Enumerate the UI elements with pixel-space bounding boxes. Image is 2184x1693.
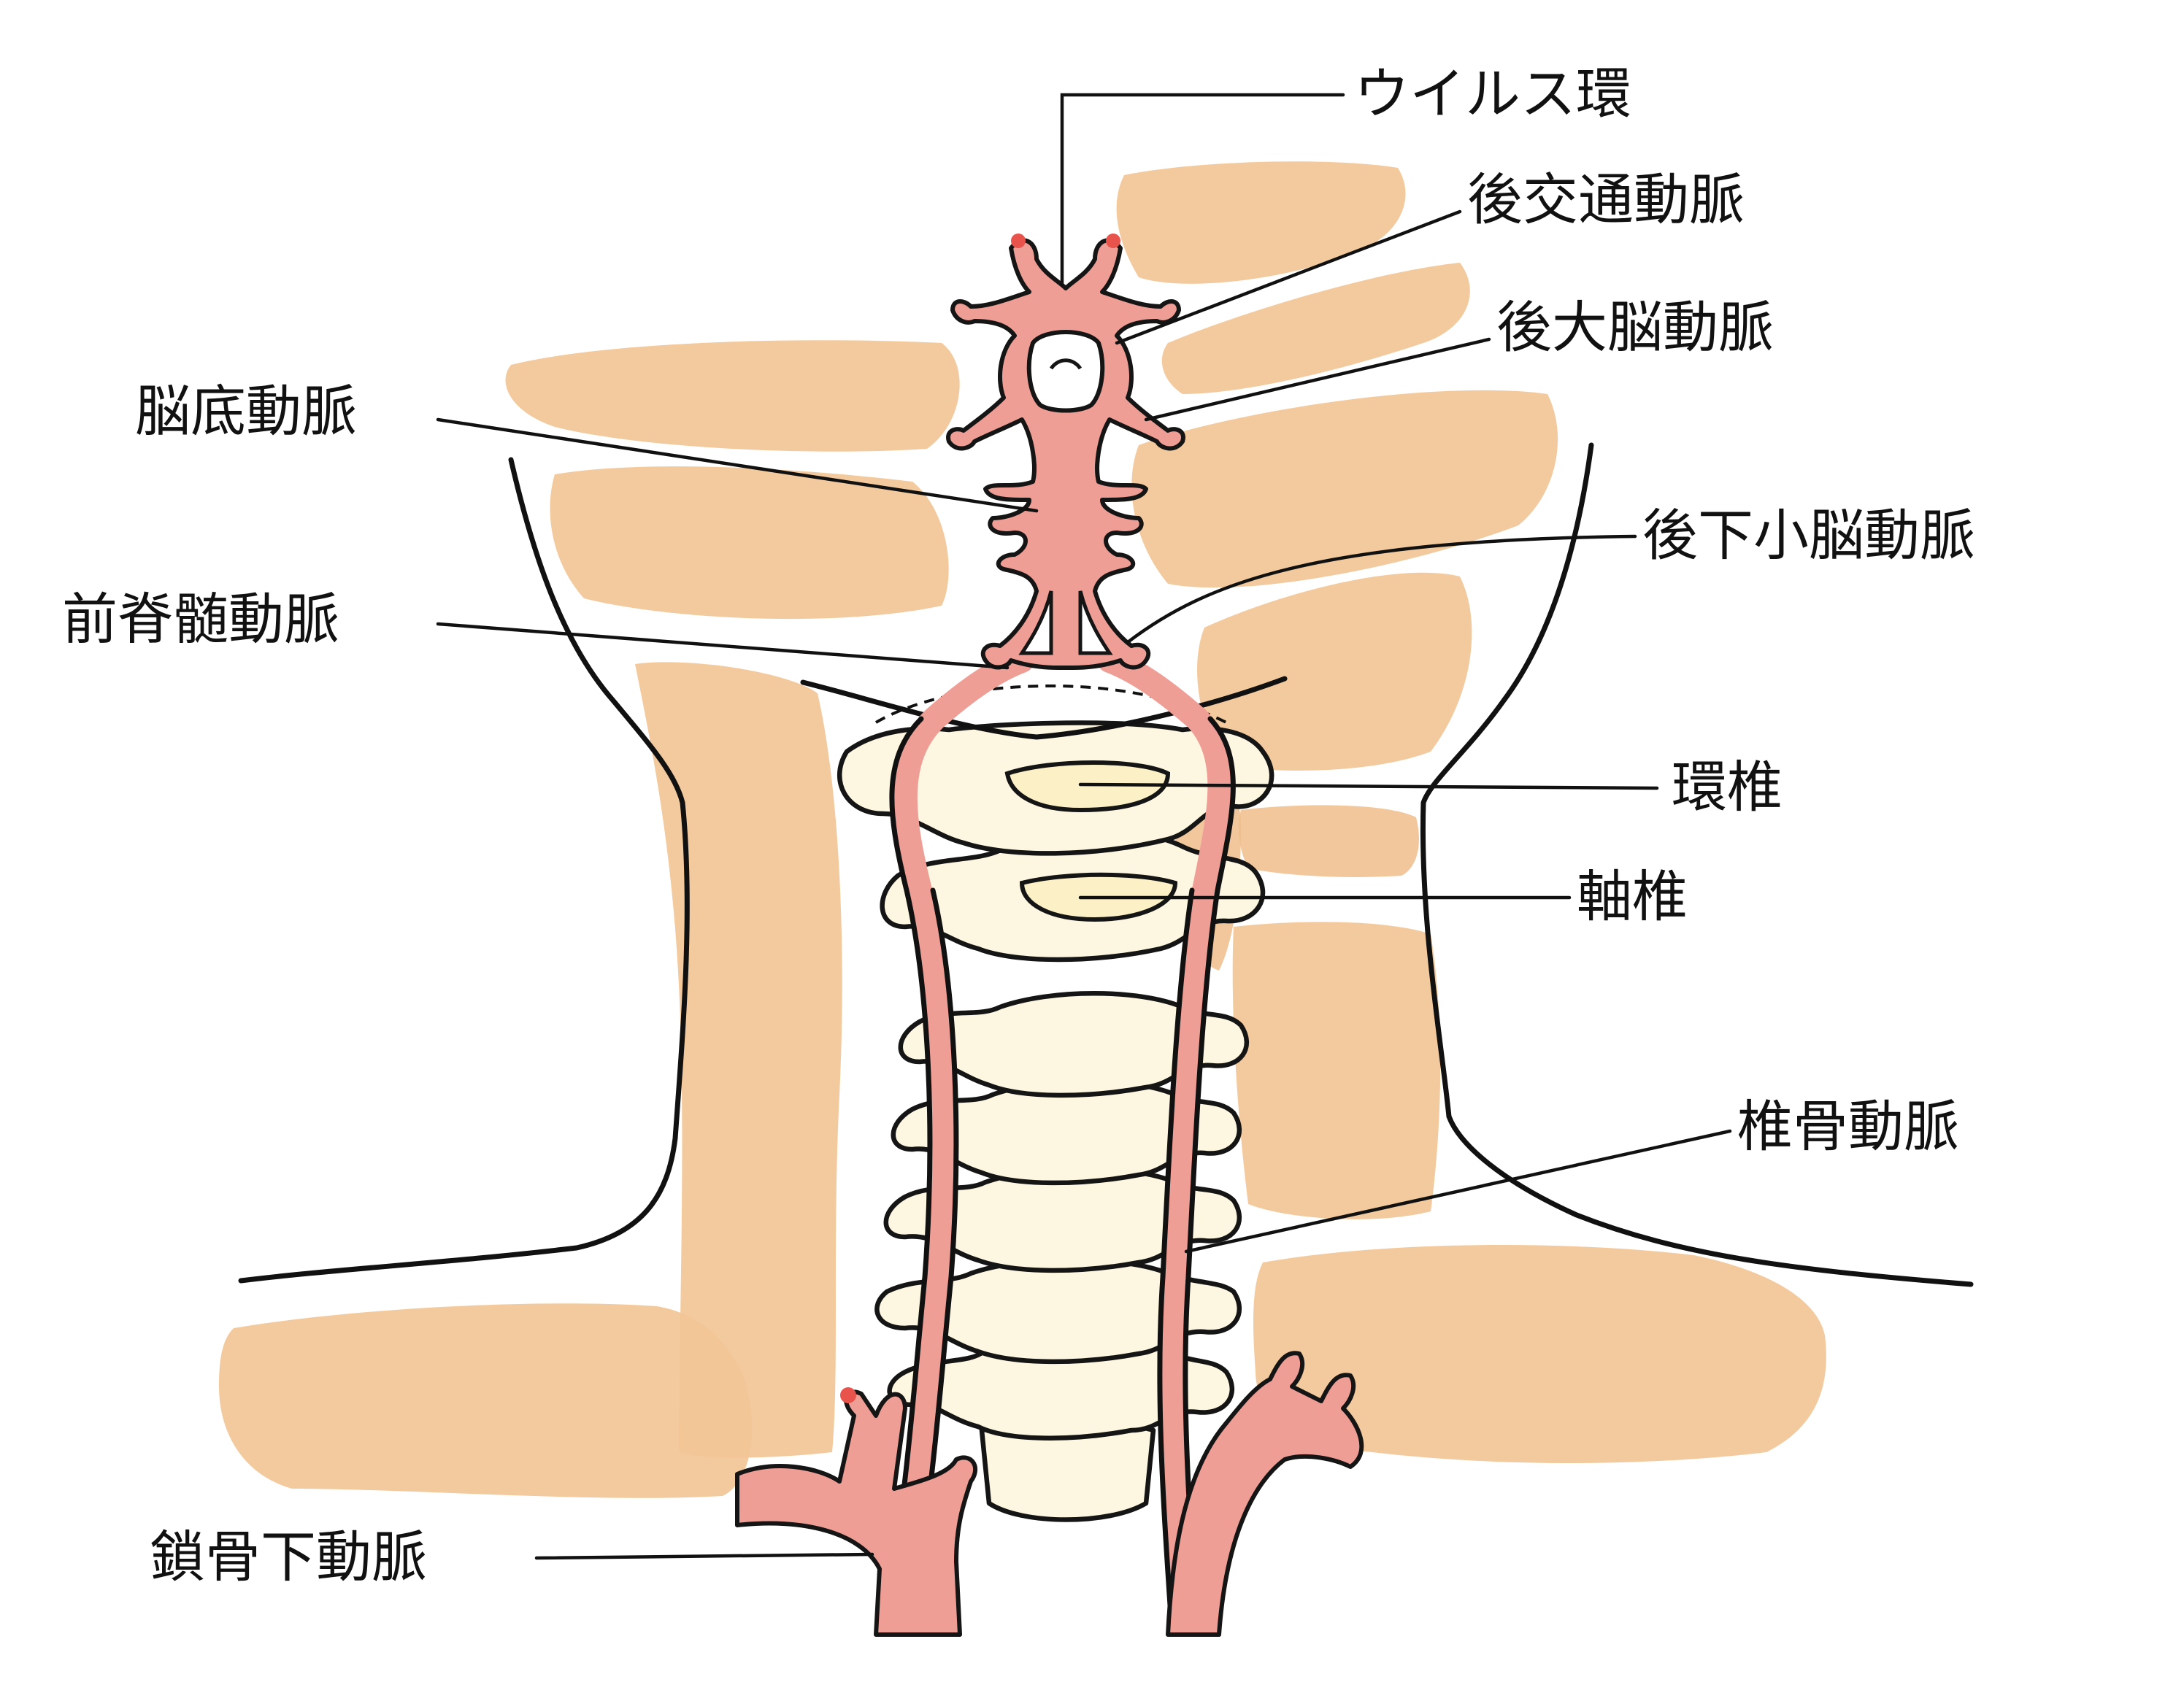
subclavian-artery-left xyxy=(735,1389,977,1637)
label-axis: 軸椎 xyxy=(1577,864,1688,929)
atlas-ring-front xyxy=(800,676,1288,740)
labels: ウイルス環 後交通動脈 後大脳動脈 脳底動脈 後下小脳動脈 前脊髄動脈 環椎 軸… xyxy=(62,61,1975,1589)
willis-ring xyxy=(946,238,1185,670)
leader-pca xyxy=(1144,337,1491,422)
willis-ring-notch xyxy=(1049,358,1083,370)
subclavian-artery-right xyxy=(1166,1351,1364,1637)
muscle-right-strap xyxy=(1232,922,1441,1219)
leader-asa xyxy=(436,622,1010,670)
leader-atlas xyxy=(1078,782,1659,790)
vertebral-artery-right-edge xyxy=(1157,887,1195,1608)
label-pca: 後大脳動脈 xyxy=(1496,295,1774,360)
label-subclavian: 鎖骨下動脈 xyxy=(150,1524,427,1589)
willis-branch-tip-left xyxy=(1011,234,1026,248)
vertebral-artery-right xyxy=(1097,648,1233,1618)
label-vertebral: 椎骨動脈 xyxy=(1737,1094,1959,1159)
label-asa: 前脊髄動脈 xyxy=(62,587,339,652)
vertebral-artery-right-edge2 xyxy=(1183,716,1236,1608)
muscle-upper-left xyxy=(505,340,960,452)
label-basilar: 脳底動脈 xyxy=(135,379,357,444)
leader-willis xyxy=(1060,93,1345,287)
muscle-mid-right-2 xyxy=(1197,572,1472,771)
leader-vertebral xyxy=(1184,1129,1732,1254)
muscle-mid-left xyxy=(550,466,949,620)
muscle-right-small xyxy=(1239,805,1419,877)
atlas-ring-back xyxy=(874,684,1227,724)
atlas-body-shade xyxy=(1004,760,1171,813)
subclavian-left-branch-tip xyxy=(840,1387,856,1403)
neck-outline-left xyxy=(238,457,690,1284)
vertebral-column xyxy=(800,676,1288,1522)
vertebral-artery-left xyxy=(887,648,1034,1618)
willis-ring-hole xyxy=(1026,330,1105,413)
basilar-split-left xyxy=(1018,590,1053,655)
leader-subclavian xyxy=(534,1552,874,1560)
willis-branch-tip-right xyxy=(1106,234,1120,248)
neck-outline-right xyxy=(1420,442,1974,1287)
leader-basilar xyxy=(436,417,1039,513)
label-pcomm: 後交通動脈 xyxy=(1467,167,1745,232)
muscle-upper-right-2 xyxy=(1161,263,1470,394)
neck-outline xyxy=(238,442,1974,1287)
circle-of-willis xyxy=(946,234,1185,670)
muscle-shoulder-left xyxy=(219,1303,752,1498)
vertebral-artery-left-edge xyxy=(884,716,933,1608)
leader-pica xyxy=(1126,534,1637,644)
label-pica: 後下小脳動脈 xyxy=(1642,503,1975,568)
label-atlas: 環椎 xyxy=(1672,755,1783,819)
subclavian-arteries xyxy=(735,1351,1364,1637)
vertebral-arteries xyxy=(884,648,1236,1618)
leader-pcomm xyxy=(1115,209,1462,345)
muscle-shoulder-right xyxy=(1253,1245,1826,1463)
muscle-mid-right xyxy=(1131,390,1558,588)
muscle-upper-right-1 xyxy=(1116,161,1406,284)
label-willis: ウイルス環 xyxy=(1354,61,1631,126)
basilar-split-right xyxy=(1078,590,1113,655)
leader-lines xyxy=(436,93,1732,1560)
